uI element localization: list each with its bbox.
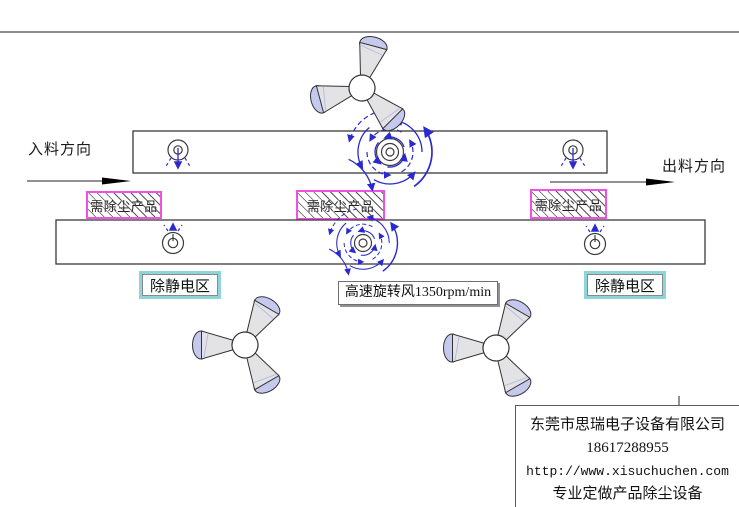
product-to-dedust-label: 需除尘产品 [306, 198, 375, 214]
out-direction-arrow [550, 178, 675, 186]
nozzle-icon [560, 140, 586, 168]
upper-duct [132, 130, 608, 174]
lower-duct [55, 219, 706, 265]
out-direction-label: 出料方向 [662, 159, 727, 175]
nozzle-icon [375, 137, 405, 167]
product-to-dedust-label: 需除尘产品 [90, 198, 158, 214]
tagline: 专业定做产品除尘设备 [552, 486, 703, 502]
company-name: 东莞市思瑞电子设备有限公司 [529, 417, 725, 433]
fan-speed-label: 高速旋转风1350rpm/min [344, 285, 492, 300]
fan-icon [301, 24, 426, 139]
product-to-dedust-box-right: 需除尘产品 [530, 189, 607, 219]
product-to-dedust-label: 需除尘产品 [534, 197, 603, 213]
fan-speed-callout: 高速旋转风1350rpm/min [338, 281, 498, 305]
phone-number: 18617288955 [586, 440, 669, 456]
nozzle-icon [163, 224, 184, 254]
feed-direction-arrow [27, 177, 131, 185]
nozzle-icon [585, 225, 606, 255]
static-zone-label: 除静电区 [594, 278, 655, 295]
product-to-dedust-box-center: 需除尘产品 [296, 190, 385, 220]
feed-direction-label: 入料方向 [28, 142, 93, 158]
product-to-dedust-box-left: 需除尘产品 [86, 191, 162, 219]
static-zone-label: 除静电区 [149, 278, 210, 295]
nozzle-icon [353, 233, 373, 253]
static-elimination-zone-left: 除静电区 [139, 271, 221, 299]
website-url: http://www.xisuchuchen.com [526, 464, 729, 479]
title-block: 东莞市思瑞电子设备有限公司 18617288955 http://www.xis… [515, 405, 739, 507]
vortex-icon [349, 111, 432, 191]
nozzle-icon [165, 140, 191, 168]
static-elimination-zone-right: 除静电区 [584, 271, 666, 299]
